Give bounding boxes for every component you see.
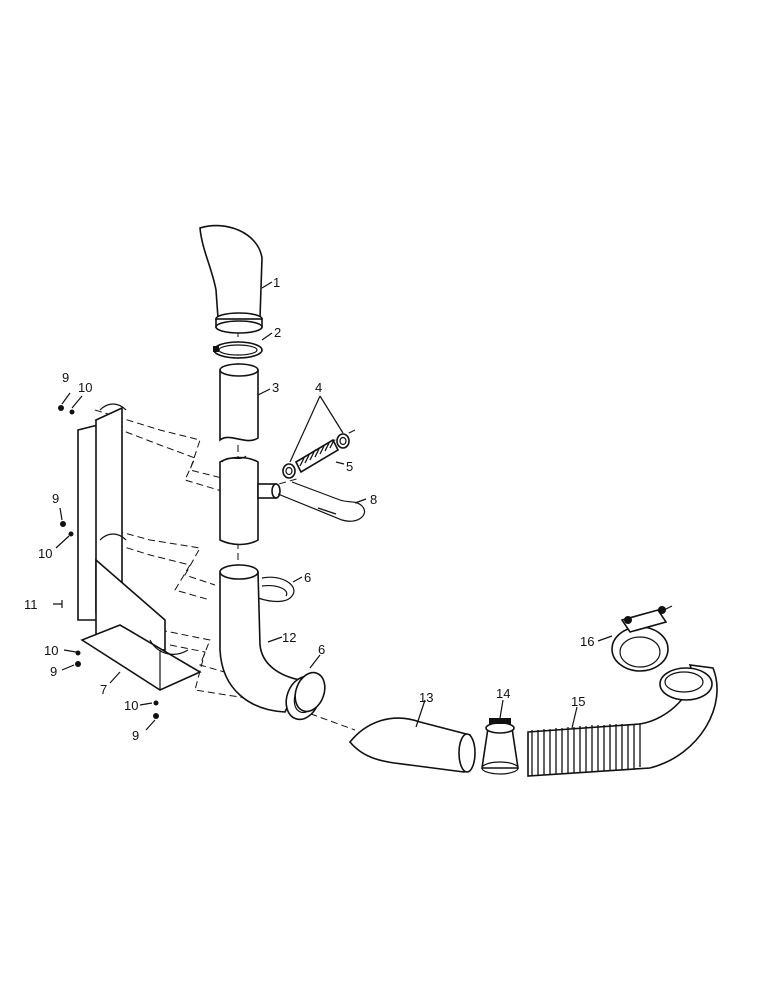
callout-6-upper: 6 <box>304 570 311 585</box>
fasteners <box>53 405 159 719</box>
callout-12: 12 <box>282 630 296 645</box>
callout-10-a: 10 <box>78 380 92 395</box>
callout-9-c: 9 <box>50 664 57 679</box>
part-14-hose-clamp <box>481 718 519 775</box>
callout-9-b: 9 <box>52 491 59 506</box>
callout-3: 3 <box>272 380 279 395</box>
leader-lines <box>55 281 613 731</box>
callout-2: 2 <box>274 325 281 340</box>
callout-labels: 1 2 3 4 5 6 6 7 8 9 10 9 10 11 10 9 10 9… <box>24 275 594 743</box>
callout-9-d: 9 <box>132 728 139 743</box>
part-12-lower-elbow <box>219 564 326 721</box>
part-15-flexible-hose <box>527 664 718 777</box>
callout-8: 8 <box>370 492 377 507</box>
part-3-upper-pipe <box>219 363 259 442</box>
part-2-clamp-ring <box>213 341 263 359</box>
callout-13: 13 <box>419 690 433 705</box>
part-3-lower-pipe-with-port <box>219 455 281 546</box>
callout-10-b: 10 <box>38 546 52 561</box>
callout-1: 1 <box>273 275 280 290</box>
part-5-threaded-stud <box>294 438 340 474</box>
callout-7: 7 <box>100 682 107 697</box>
callout-9-a: 9 <box>62 370 69 385</box>
part-1-exhaust-elbow-cap <box>199 224 263 334</box>
callout-11: 11 <box>24 597 38 612</box>
part-16-t-bolt-clamp <box>611 605 673 672</box>
callout-10-d: 10 <box>124 698 138 713</box>
callout-6-lower: 6 <box>318 642 325 657</box>
part-13-intermediate-pipe <box>348 717 476 773</box>
part-8-u-bolt <box>277 481 366 522</box>
callout-16: 16 <box>580 634 594 649</box>
part-4-nuts <box>282 433 350 479</box>
callout-5: 5 <box>346 459 353 474</box>
callout-4: 4 <box>315 380 322 395</box>
callout-14: 14 <box>496 686 510 701</box>
callout-15: 15 <box>571 694 585 709</box>
part-7-support-bracket <box>77 403 202 691</box>
callout-10-c: 10 <box>44 643 58 658</box>
part-6-band-clamp-upper <box>257 576 295 603</box>
